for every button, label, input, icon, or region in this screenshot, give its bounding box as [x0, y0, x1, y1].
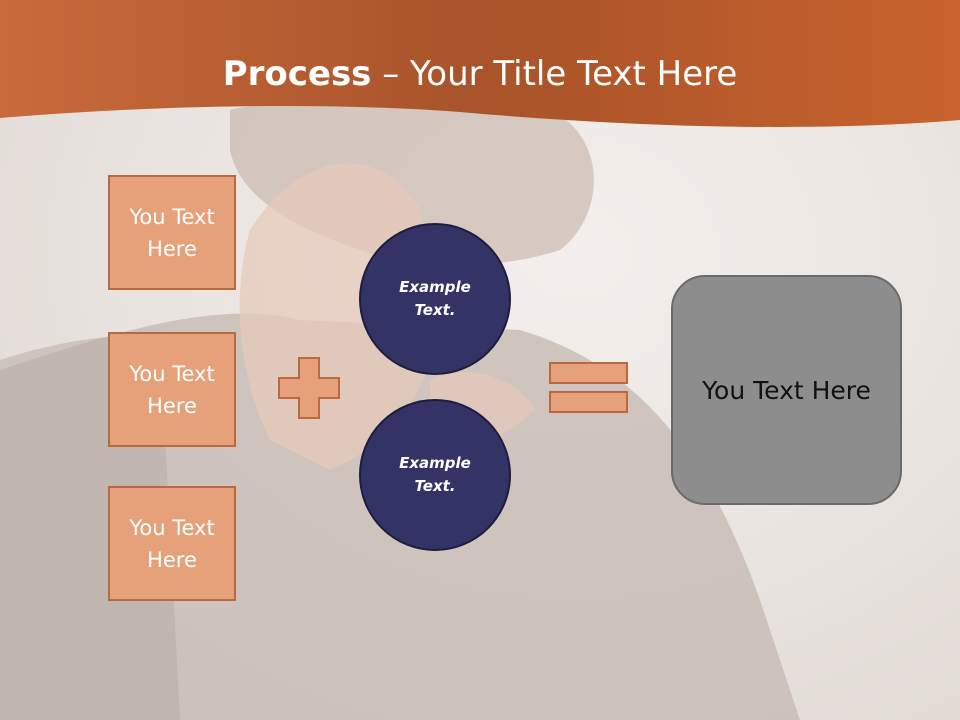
title-band	[0, 0, 960, 127]
input-box-label: You Text Here	[129, 361, 215, 418]
title-bold: Process	[222, 54, 372, 94]
input-box-label: You Text Here	[129, 515, 215, 572]
input-box-1: You Text Here	[108, 175, 236, 290]
example-circle-2: Example Text.	[359, 399, 511, 551]
circle-label: Example Text.	[399, 278, 471, 319]
input-box-label: You Text Here	[129, 204, 215, 261]
equals-icon	[549, 362, 628, 413]
slide-title: Process – Your Title Text Here	[0, 52, 960, 96]
input-box-3: You Text Here	[108, 486, 236, 601]
circle-label: Example Text.	[399, 454, 471, 495]
example-circle-1: Example Text.	[359, 223, 511, 375]
result-box: You Text Here	[671, 275, 902, 505]
input-box-2: You Text Here	[108, 332, 236, 447]
result-label: You Text Here	[702, 375, 871, 405]
plus-icon	[278, 357, 340, 419]
title-rest: – Your Title Text Here	[371, 54, 738, 94]
